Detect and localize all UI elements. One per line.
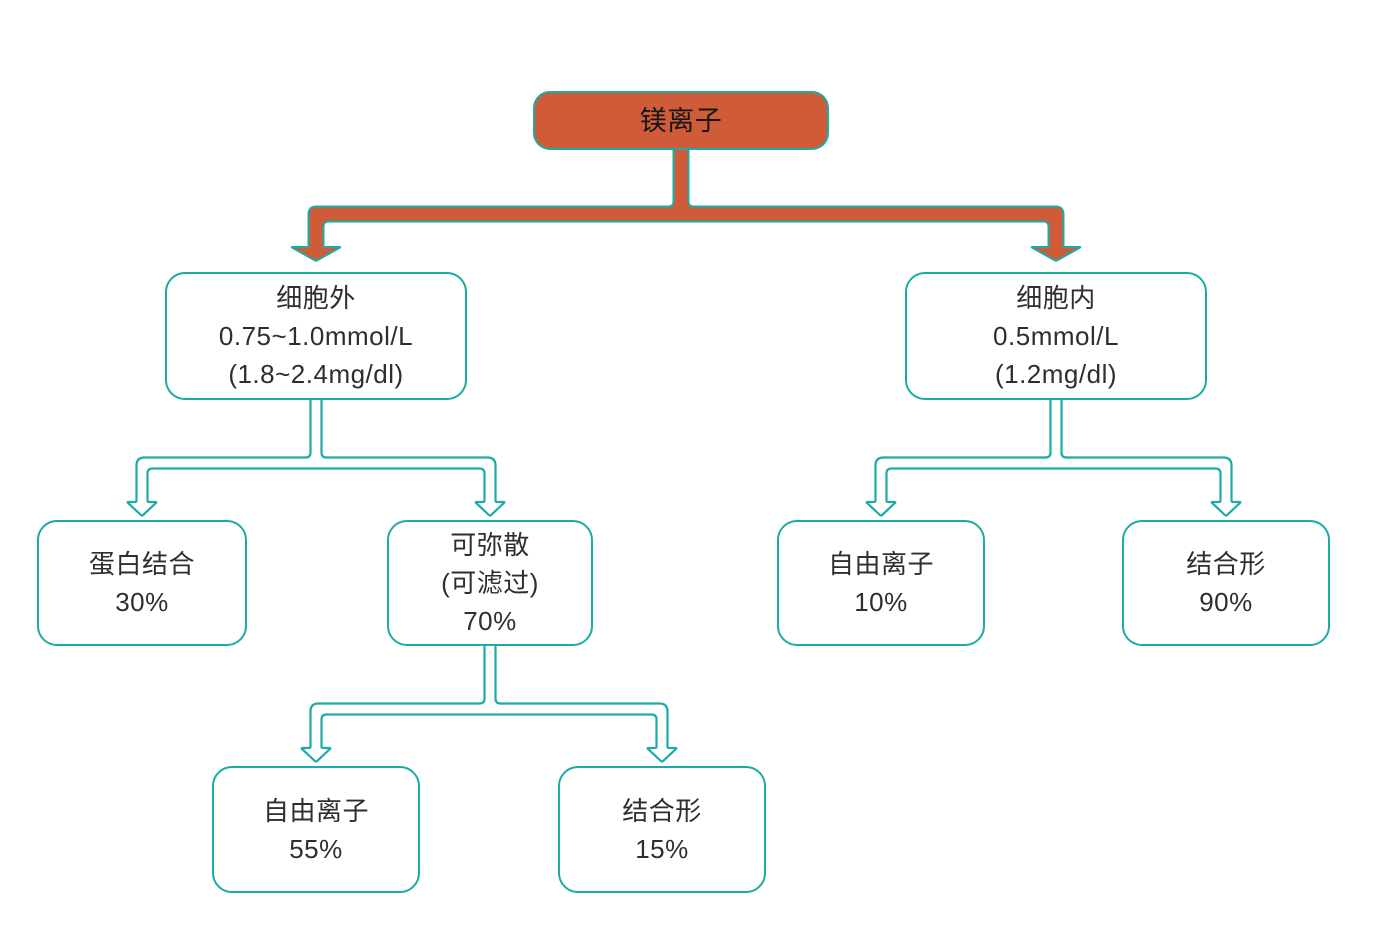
node-text-line: 结合形 (622, 795, 702, 826)
node-text-line: (1.8~2.4mg/dl) (228, 359, 404, 389)
node-text-line: 可弥散 (450, 530, 530, 560)
node-text-line: 55% (289, 833, 343, 864)
node-text-line: 0.5mmol/L (993, 321, 1119, 351)
node-free-ion-55pct: 自由离子 55% (212, 766, 420, 893)
node-text-line: 自由离子 (262, 795, 369, 826)
node-text-line: 细胞外 (276, 283, 356, 313)
node-diffusible-filterable-70pct: 可弥散 (可滤过) 70% (387, 520, 593, 646)
node-bound-form-90pct: 结合形 90% (1122, 520, 1330, 646)
connector-extracellular-split (126, 396, 506, 517)
node-text-line: 30% (115, 587, 169, 617)
node-text-line: (1.2mg/dl) (994, 359, 1118, 389)
node-protein-bound-30pct: 蛋白结合 30% (37, 520, 247, 646)
node-free-ion-10pct: 自由离子 10% (777, 520, 985, 646)
connector-diffusible-split (300, 642, 678, 763)
node-text-line: 自由离子 (827, 549, 934, 579)
node-text-line: (可滤过) (441, 568, 539, 598)
node-bound-form-15pct: 结合形 15% (558, 766, 766, 893)
node-text-line: 15% (635, 833, 689, 864)
node-text-line: 70% (463, 606, 517, 636)
connector-intracellular-split (865, 396, 1242, 517)
node-intracellular: 细胞内 0.5mmol/L (1.2mg/dl) (905, 272, 1207, 400)
node-text-line: 90% (1199, 587, 1253, 617)
node-text-line: 0.75~1.0mmol/L (218, 321, 414, 351)
node-text-line: 结合形 (1186, 549, 1266, 579)
node-text-line: 蛋白结合 (88, 549, 195, 579)
node-magnesium-ion: 镁离子 (533, 91, 829, 150)
node-text-line: 镁离子 (639, 105, 723, 136)
connector-root-split (290, 147, 1082, 262)
node-text-line: 细胞内 (1016, 283, 1096, 313)
node-text-line: 10% (854, 587, 908, 617)
node-extracellular: 细胞外 0.75~1.0mmol/L (1.8~2.4mg/dl) (165, 272, 467, 400)
